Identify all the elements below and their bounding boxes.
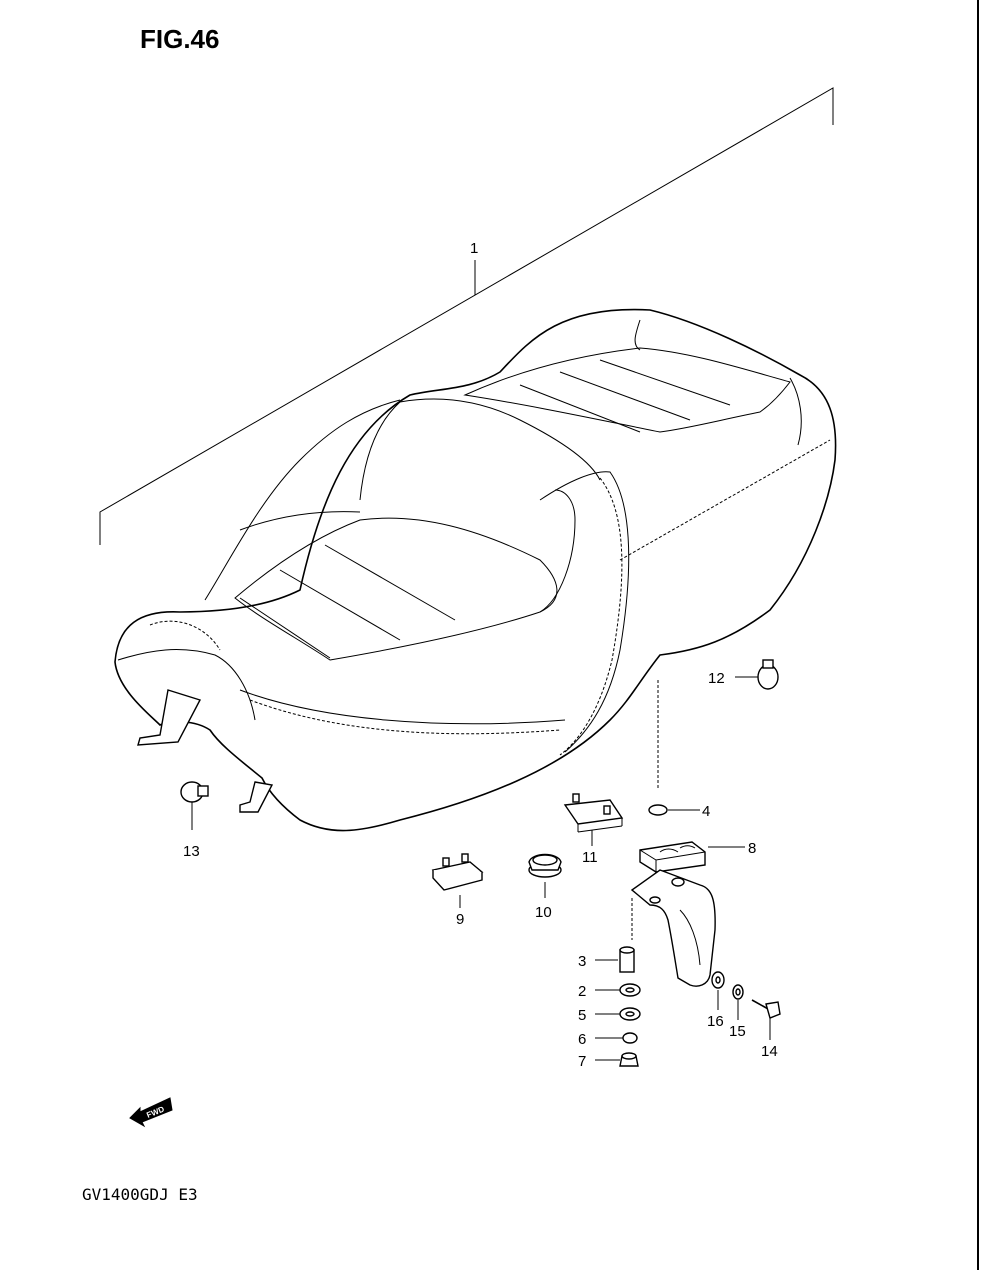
part-7-nut	[595, 1052, 639, 1067]
callout-4: 4	[702, 803, 710, 820]
seat-drawing	[114, 308, 837, 832]
model-code: GV1400GDJ E3	[82, 1185, 198, 1204]
figure-title: FIG.46	[140, 24, 219, 54]
callout-8: 8	[748, 840, 756, 857]
callout-2: 2	[578, 983, 586, 1000]
callout-13: 13	[183, 843, 200, 860]
callout-labels: 1 2 3 4 5 6 7 8 9 10 11 12 13 14 15 16	[183, 240, 778, 1070]
callout-9: 9	[456, 911, 464, 928]
mounting-bracket	[630, 869, 716, 987]
part-9-bracket	[431, 853, 484, 908]
callout-5: 5	[578, 1007, 586, 1024]
callout-16: 16	[707, 1013, 724, 1030]
part-14-bolt	[751, 999, 781, 1040]
part-13-cushion	[180, 781, 209, 830]
callout-15: 15	[729, 1023, 746, 1040]
callout-12: 12	[708, 670, 725, 687]
part-6-nut	[595, 1032, 638, 1044]
part-2-washer	[595, 983, 641, 997]
part-8-cushion	[639, 841, 745, 873]
part-15-washer	[732, 984, 744, 1020]
callout-6: 6	[578, 1031, 586, 1048]
callout-11: 11	[582, 849, 598, 866]
callout-14: 14	[761, 1043, 778, 1060]
fwd-label: FWD	[145, 1105, 165, 1120]
assembly-bracket	[99, 87, 834, 545]
callout-1: 1	[470, 240, 478, 257]
part-4-nut	[648, 804, 700, 816]
part-3-spacer	[595, 946, 635, 973]
part-12-cushion	[735, 659, 779, 690]
part-11-bracket	[563, 793, 624, 846]
part-16-washer	[711, 971, 725, 1010]
part-10-cushion	[528, 853, 562, 898]
part-5-washer	[595, 1007, 641, 1021]
fwd-arrow: FWD	[129, 1097, 173, 1128]
callout-7: 7	[578, 1053, 586, 1070]
callout-10: 10	[535, 904, 552, 921]
callout-3: 3	[578, 953, 586, 970]
